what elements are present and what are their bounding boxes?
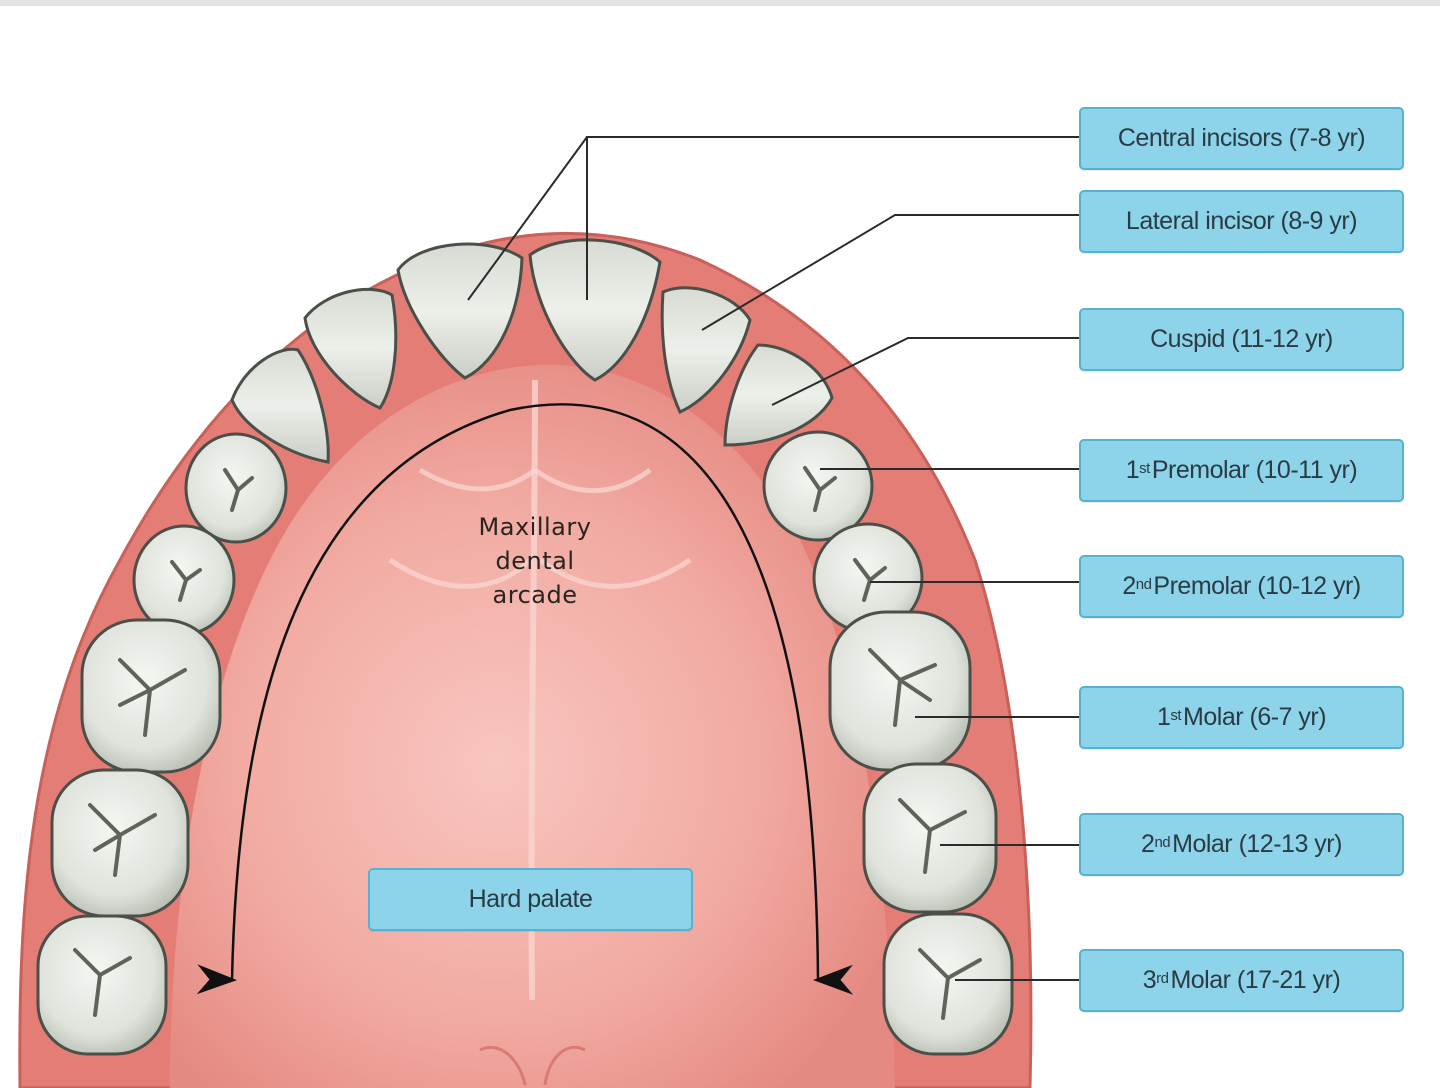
arcade-arrow xyxy=(196,403,854,995)
palatal-fold xyxy=(479,1046,586,1086)
label-text: Premolar (10-12 yr) xyxy=(1153,572,1361,600)
label-cuspid[interactable]: Cuspid (11-12 yr) xyxy=(1079,308,1404,371)
label-text: Premolar (10-11 yr) xyxy=(1151,456,1358,484)
lateral-incisor-right xyxy=(660,286,752,414)
label-text: Molar (12-13 yr) xyxy=(1172,830,1342,858)
palatal-fold xyxy=(388,467,692,589)
arcade-label-line: dental xyxy=(495,547,575,575)
label-central-incisors[interactable]: Central incisors (7-8 yr) xyxy=(1079,107,1404,170)
canine-left xyxy=(230,347,330,464)
occlusal-fissures xyxy=(73,466,982,1020)
label-hard-palate[interactable]: Hard palate xyxy=(368,868,693,931)
label-ordinal-suffix: rd xyxy=(1156,970,1169,987)
label-ordinal: 1 xyxy=(1156,703,1171,731)
label-text: Molar (17-21 yr) xyxy=(1170,966,1341,994)
arcade-label-line: arcade xyxy=(492,581,578,609)
label-text: Molar (6-7 yr) xyxy=(1183,703,1327,731)
anterior-teeth xyxy=(230,238,834,464)
canine-right xyxy=(723,343,834,447)
label-lateral-incisor[interactable]: Lateral incisor (8-9 yr) xyxy=(1079,190,1404,253)
label-ordinal-suffix: nd xyxy=(1135,576,1152,593)
label-ordinal-suffix: nd xyxy=(1154,834,1171,851)
top-border xyxy=(0,0,1440,6)
central-incisor-left xyxy=(396,242,524,380)
arcade-label-line: Maxillary xyxy=(478,513,592,541)
label-text: Cuspid (11-12 yr) xyxy=(1150,325,1333,353)
leader-cuspid xyxy=(771,337,1080,406)
label-ordinal-suffix: st xyxy=(1139,460,1150,477)
arcade-label: Maxillary dental arcade xyxy=(430,510,640,612)
label-ordinal: 1 xyxy=(1125,456,1140,484)
label-ordinal: 2 xyxy=(1122,572,1136,600)
leader-central-incisors xyxy=(467,136,1080,301)
label-text: Lateral incisor (8-9 yr) xyxy=(1125,207,1358,235)
label-text: Central incisors (7-8 yr) xyxy=(1117,124,1366,152)
label-text: Hard palate xyxy=(468,885,593,913)
label-ordinal: 2 xyxy=(1141,830,1155,858)
label-ordinal-suffix: st xyxy=(1170,707,1182,724)
molar-3-left xyxy=(36,914,168,1056)
lateral-incisor-left xyxy=(303,287,398,410)
central-incisor-right xyxy=(528,238,662,382)
leader-lines xyxy=(467,136,1080,981)
label-ordinal: 3 xyxy=(1142,966,1157,994)
leader-lateral-incisor xyxy=(701,214,1080,331)
